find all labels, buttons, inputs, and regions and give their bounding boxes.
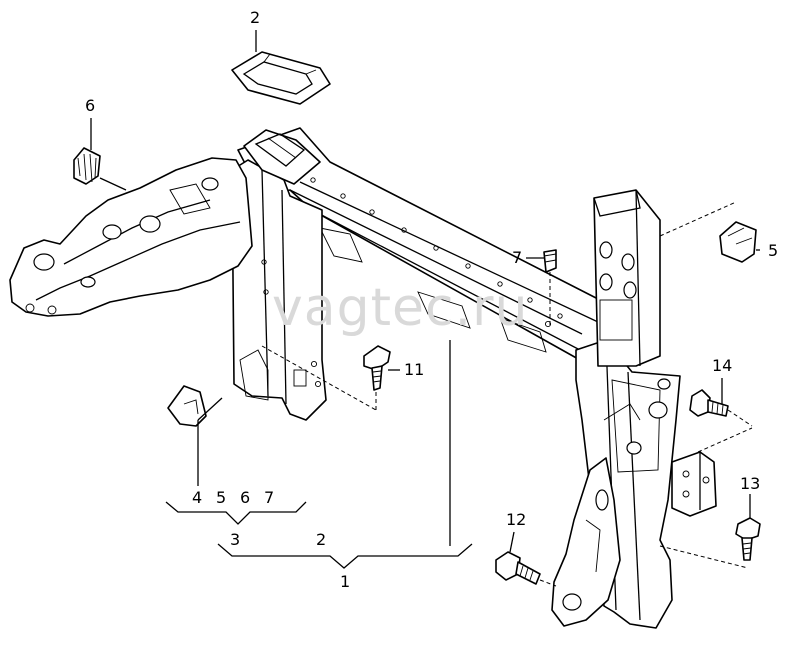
left-post xyxy=(231,159,327,421)
callout-13: 13 xyxy=(740,474,761,493)
group-label-4: 4 xyxy=(192,488,203,507)
clip-part xyxy=(719,221,757,263)
latch-block xyxy=(593,189,661,367)
side-block xyxy=(671,451,717,517)
bolt-14 xyxy=(689,389,729,417)
callout-5: 5 xyxy=(768,241,779,260)
lower-bracket xyxy=(551,457,621,627)
top-bracket xyxy=(243,129,321,185)
group-label-3: 3 xyxy=(230,530,241,549)
group-label-1: 1 xyxy=(340,572,351,591)
group-label-2: 2 xyxy=(316,530,327,549)
group-label-6: 6 xyxy=(240,488,251,507)
rivet-nut xyxy=(543,249,557,273)
cross-member xyxy=(237,127,603,361)
callout-7: 7 xyxy=(512,248,523,267)
group-label-5: 5 xyxy=(216,488,227,507)
threaded-insert xyxy=(73,147,101,185)
group-label-7: 7 xyxy=(264,488,275,507)
group-brackets xyxy=(165,501,473,569)
leader-lines xyxy=(90,30,760,587)
callout-6: 6 xyxy=(85,96,96,115)
small-bracket xyxy=(167,385,207,427)
cover-pad xyxy=(231,51,331,105)
bolt-11 xyxy=(363,345,391,391)
left-wing-bracket xyxy=(9,157,253,317)
callout-14: 14 xyxy=(712,356,733,375)
callout-12: 12 xyxy=(506,510,527,529)
bolt-13 xyxy=(735,517,761,561)
callout-2-top: 2 xyxy=(250,8,261,27)
callout-11: 11 xyxy=(404,360,425,379)
watermark: vagtec.ru xyxy=(272,278,529,338)
bolt-12 xyxy=(495,551,541,585)
